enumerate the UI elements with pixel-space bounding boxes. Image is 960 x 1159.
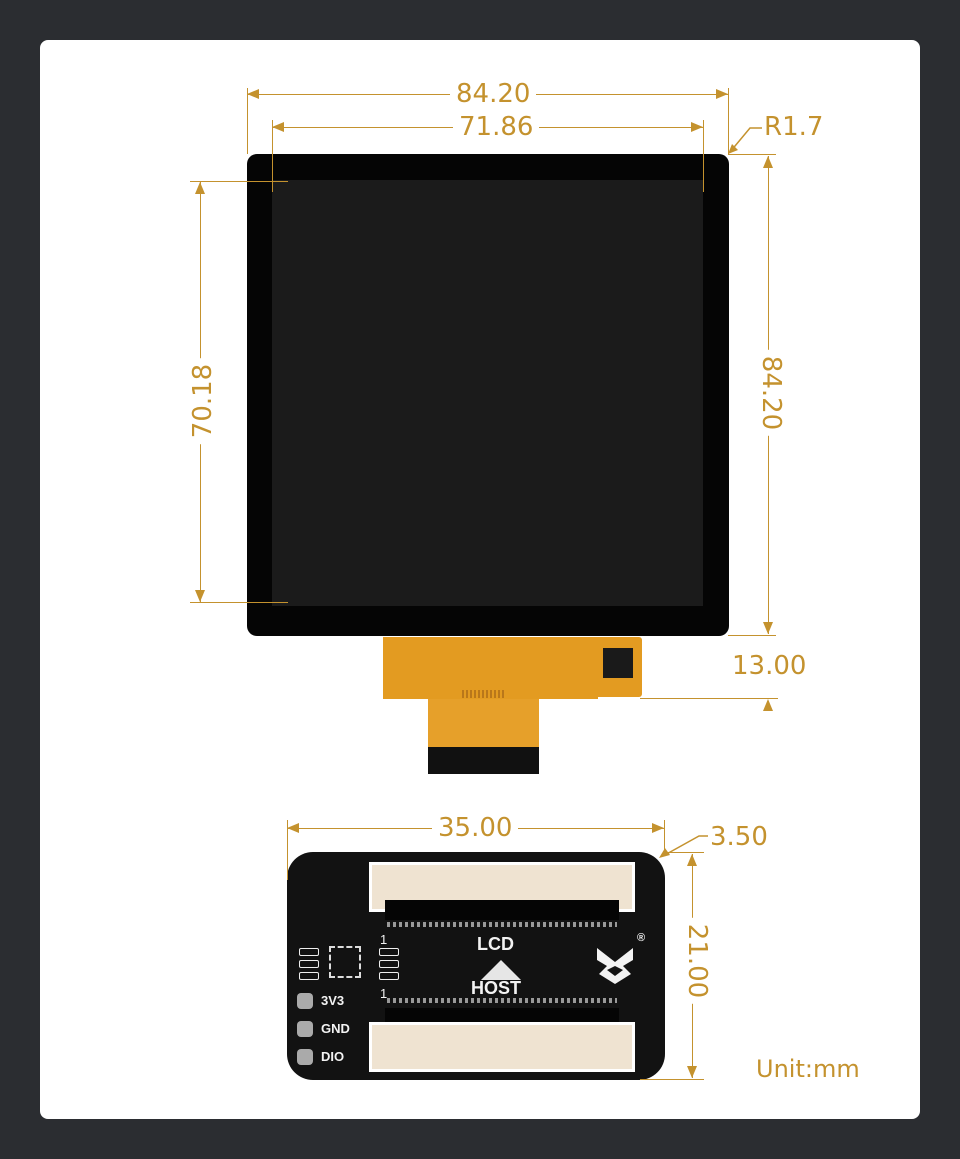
arrow-up-icon bbox=[687, 854, 697, 866]
arrow-up-icon bbox=[763, 156, 773, 168]
touch-controller-chip bbox=[603, 648, 633, 678]
arrow-down-icon bbox=[195, 590, 205, 602]
corner-radius-label: R1.7 bbox=[762, 112, 826, 142]
extension-line bbox=[247, 88, 248, 154]
extension-line bbox=[287, 820, 288, 880]
arrow-up-icon bbox=[195, 182, 205, 194]
fpc-connector-bottom bbox=[369, 1022, 635, 1072]
smd-component bbox=[299, 972, 319, 980]
fpc-traces bbox=[462, 690, 504, 698]
extension-line bbox=[728, 635, 776, 636]
extension-line bbox=[190, 602, 288, 603]
fpc-cable-tail bbox=[428, 699, 539, 747]
brand-logo-icon bbox=[597, 948, 633, 984]
fpc-stiffener bbox=[428, 747, 539, 774]
lcd-silkscreen: LCD bbox=[477, 934, 514, 954]
adapter-board: LCD HOST 1 1 3V3 GND DIO ® bbox=[287, 852, 665, 1080]
extension-line bbox=[640, 1079, 704, 1080]
arrow-down-icon bbox=[763, 622, 773, 634]
pad-label-dio: DIO bbox=[321, 1049, 345, 1064]
pad-gnd bbox=[297, 1021, 313, 1037]
pin1-label-top: 1 bbox=[380, 932, 388, 947]
connector-pins-bottom bbox=[387, 998, 617, 1003]
smd-component bbox=[379, 960, 399, 968]
active-height-label: 70.18 bbox=[188, 357, 219, 445]
extension-line bbox=[664, 820, 665, 852]
arrow-right-icon bbox=[691, 122, 703, 132]
extension-line bbox=[640, 698, 778, 699]
pin1-label-bottom: 1 bbox=[380, 986, 388, 1001]
ic-chip bbox=[329, 946, 361, 978]
pad-3v3 bbox=[297, 993, 313, 1009]
active-width-label: 71.86 bbox=[453, 112, 540, 142]
extension-line bbox=[728, 154, 776, 155]
outer-width-label: 84.20 bbox=[450, 79, 537, 109]
fpc-length-label: 13.00 bbox=[726, 651, 813, 681]
pad-label-3v3: 3V3 bbox=[321, 993, 345, 1008]
arrow-down-icon bbox=[687, 1066, 697, 1078]
radius-leader-line bbox=[659, 835, 711, 858]
arrow-left-icon bbox=[287, 823, 299, 833]
extension-line bbox=[272, 120, 273, 192]
unit-label: Unit:mm bbox=[756, 1054, 860, 1084]
extension-line bbox=[190, 181, 288, 182]
pad-label-gnd: GND bbox=[321, 1021, 350, 1036]
radius-leader-line bbox=[728, 127, 764, 154]
registered-mark: ® bbox=[637, 932, 646, 944]
extension-line bbox=[703, 120, 704, 192]
board-radius-label: 3.50 bbox=[708, 822, 770, 852]
lcd-active-area bbox=[272, 180, 703, 606]
smd-component bbox=[379, 948, 399, 956]
extension-line bbox=[664, 852, 704, 853]
board-height-label: 21.00 bbox=[682, 917, 713, 1005]
host-silkscreen: HOST bbox=[471, 978, 522, 998]
arrow-left-icon bbox=[247, 89, 259, 99]
smd-component bbox=[299, 948, 319, 956]
extension-line bbox=[728, 88, 729, 154]
arrow-up-icon bbox=[763, 699, 773, 711]
fpc-cable-top bbox=[383, 637, 598, 699]
lcd-module bbox=[247, 154, 729, 636]
connector-pins-top bbox=[387, 922, 617, 927]
arrow-right-icon bbox=[716, 89, 728, 99]
smd-component bbox=[299, 960, 319, 968]
direction-arrow-icon bbox=[481, 960, 521, 980]
arrow-right-icon bbox=[652, 823, 664, 833]
arrow-left-icon bbox=[272, 122, 284, 132]
outer-height-label: 84.20 bbox=[756, 349, 787, 437]
pad-dio bbox=[297, 1049, 313, 1065]
board-width-label: 35.00 bbox=[432, 813, 519, 843]
connector-latch-top bbox=[385, 900, 619, 920]
smd-component bbox=[379, 972, 399, 980]
